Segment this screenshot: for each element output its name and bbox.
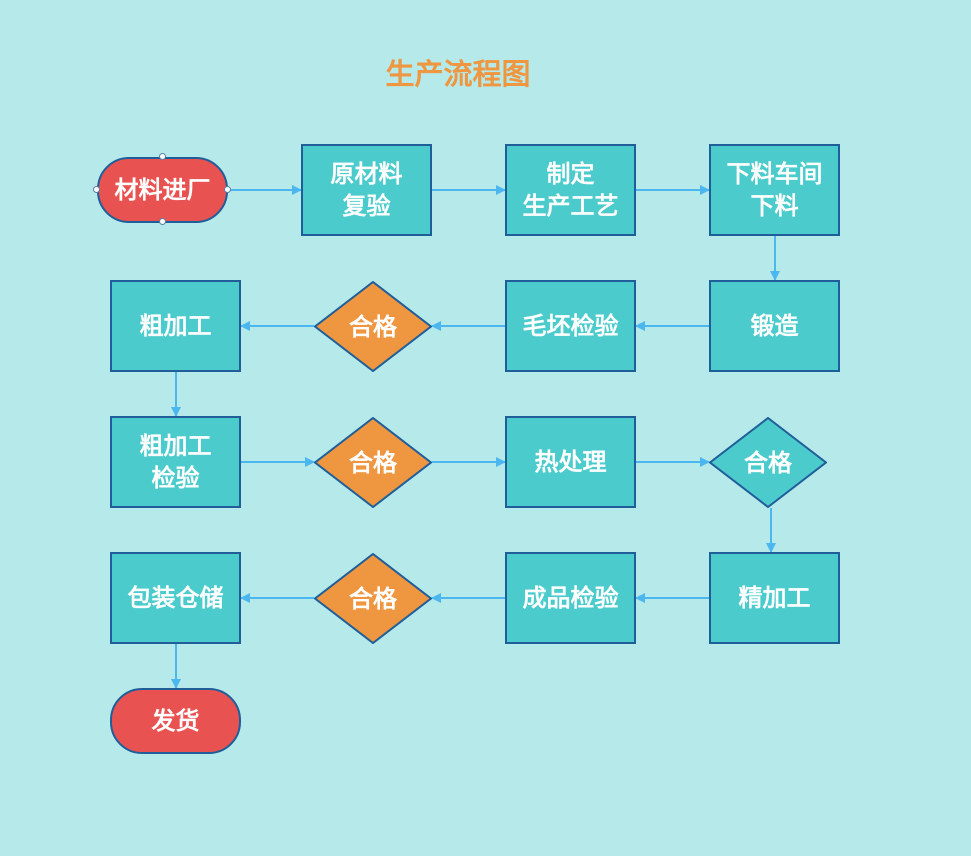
- node-final-inspection-label: 成品检验: [522, 584, 619, 612]
- node-end[interactable]: 发货: [110, 688, 241, 754]
- node-cutting-workshop-label: 下料车间 下料: [726, 160, 823, 220]
- selection-handle[interactable]: [224, 186, 231, 193]
- node-start-label: 材料进厂: [114, 176, 211, 204]
- node-cutting-workshop[interactable]: 下料车间 下料: [709, 144, 840, 236]
- node-heat-treatment-label: 热处理: [534, 448, 607, 476]
- node-forging-label: 锻造: [750, 312, 799, 340]
- node-heat-treatment[interactable]: 热处理: [505, 416, 636, 508]
- node-rough-inspection[interactable]: 粗加工 检验: [110, 416, 241, 508]
- decision-4[interactable]: 合格: [314, 553, 432, 644]
- decision-2-label: 合格: [349, 448, 397, 477]
- decision-2[interactable]: 合格: [314, 417, 432, 508]
- diamond-shape: [314, 553, 432, 644]
- node-finish-machining-label: 精加工: [738, 584, 811, 612]
- diamond-shape: [709, 417, 827, 508]
- node-finish-machining[interactable]: 精加工: [709, 552, 840, 644]
- decision-3-label: 合格: [744, 448, 792, 477]
- node-rough-inspection-label: 粗加工 检验: [139, 432, 212, 492]
- node-start[interactable]: 材料进厂: [97, 157, 228, 223]
- node-final-inspection[interactable]: 成品检验: [505, 552, 636, 644]
- decision-1[interactable]: 合格: [314, 281, 432, 372]
- diagram-title: 生产流程图: [385, 57, 531, 91]
- selection-handle[interactable]: [159, 153, 166, 160]
- selection-handle[interactable]: [93, 186, 100, 193]
- node-blank-inspection-label: 毛坯检验: [522, 312, 619, 340]
- decision-3[interactable]: 合格: [709, 417, 827, 508]
- selection-handle[interactable]: [159, 218, 166, 225]
- node-blank-inspection[interactable]: 毛坯检验: [505, 280, 636, 372]
- node-rough-machining-label: 粗加工: [139, 312, 212, 340]
- node-packaging[interactable]: 包装仓储: [110, 552, 241, 644]
- decision-1-label: 合格: [349, 312, 397, 341]
- node-process-planning[interactable]: 制定 生产工艺: [505, 144, 636, 236]
- node-forging[interactable]: 锻造: [709, 280, 840, 372]
- node-incoming-inspection[interactable]: 原材料 复验: [301, 144, 432, 236]
- node-incoming-inspection-label: 原材料 复验: [330, 160, 403, 220]
- diamond-shape: [314, 281, 432, 372]
- node-end-label: 发货: [151, 707, 200, 735]
- node-process-planning-label: 制定 生产工艺: [522, 160, 619, 220]
- diamond-shape: [314, 417, 432, 508]
- node-packaging-label: 包装仓储: [127, 584, 224, 612]
- decision-4-label: 合格: [349, 584, 397, 613]
- node-rough-machining[interactable]: 粗加工: [110, 280, 241, 372]
